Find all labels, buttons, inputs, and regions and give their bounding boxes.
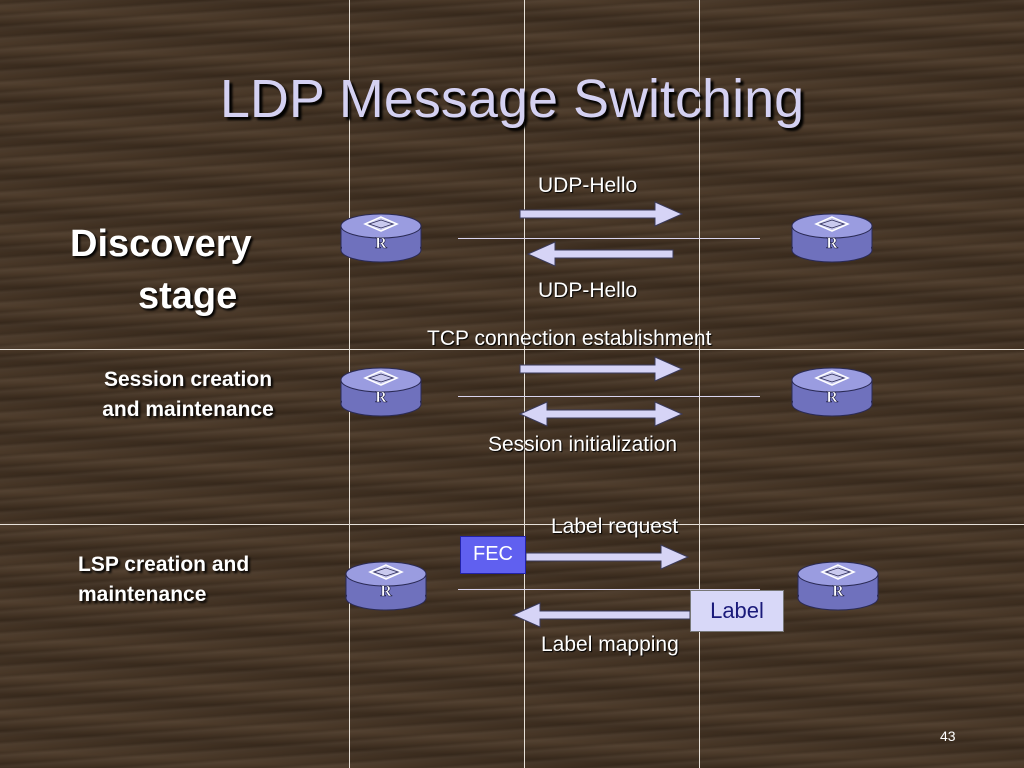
router-label: R [375, 235, 387, 252]
slide-title: LDP Message Switching [219, 69, 805, 129]
router-icon-discovery-right: R [790, 212, 874, 264]
udp-hello-left-arrow [526, 241, 674, 267]
grid-line-h1 [0, 349, 1024, 350]
grid-line-v3 [699, 0, 700, 768]
router-icon-session-left: R [339, 366, 423, 418]
router-icon-lsp-left: R [344, 560, 428, 612]
label-box: Label [690, 590, 784, 632]
discovery-stage-line1: Discovery [70, 223, 252, 265]
session-stage-line2: and maintenance [102, 398, 274, 421]
session-stage-label: Session creation and maintenance [78, 365, 298, 425]
tcp-connection-arrow [519, 356, 684, 382]
session-init-double-arrow [518, 401, 684, 427]
router-label: R [375, 389, 387, 406]
router-icon-session-right: R [790, 366, 874, 418]
session-stage-line1: Session creation [103, 368, 273, 391]
label-request-text: Label request [551, 515, 679, 538]
link-line-session [458, 396, 760, 397]
router-icon-lsp-right: R [796, 560, 880, 612]
session-init-text: Session initialization [488, 433, 678, 456]
page-number: 43 [940, 728, 956, 744]
grid-line-v2 [524, 0, 525, 768]
label-mapping-text: Label mapping [541, 633, 679, 656]
grid-line-h2 [0, 524, 1024, 525]
fec-box: FEC [460, 536, 526, 574]
link-line-lsp [458, 589, 760, 590]
discovery-stage-line2: stage [138, 275, 238, 317]
router-label: R [826, 235, 838, 252]
lsp-stage-line2: maintenance [78, 583, 207, 606]
discovery-stage-label: Discovery stage [70, 218, 300, 322]
link-line-discovery [458, 238, 760, 239]
router-label: R [832, 583, 844, 600]
router-label: R [380, 583, 392, 600]
udp-hello-right-arrow [519, 201, 684, 227]
label-mapping-arrow [511, 602, 691, 628]
label-request-arrow [525, 544, 690, 570]
lsp-stage-line1: LSP creation and [78, 553, 250, 576]
router-label: R [826, 389, 838, 406]
udp-hello-bottom-text: UDP-Hello [538, 279, 638, 302]
lsp-stage-label: LSP creation and maintenance [78, 550, 308, 610]
tcp-connection-text: TCP connection establishment [427, 327, 712, 350]
udp-hello-top-text: UDP-Hello [538, 174, 638, 197]
router-icon-discovery-left: R [339, 212, 423, 264]
